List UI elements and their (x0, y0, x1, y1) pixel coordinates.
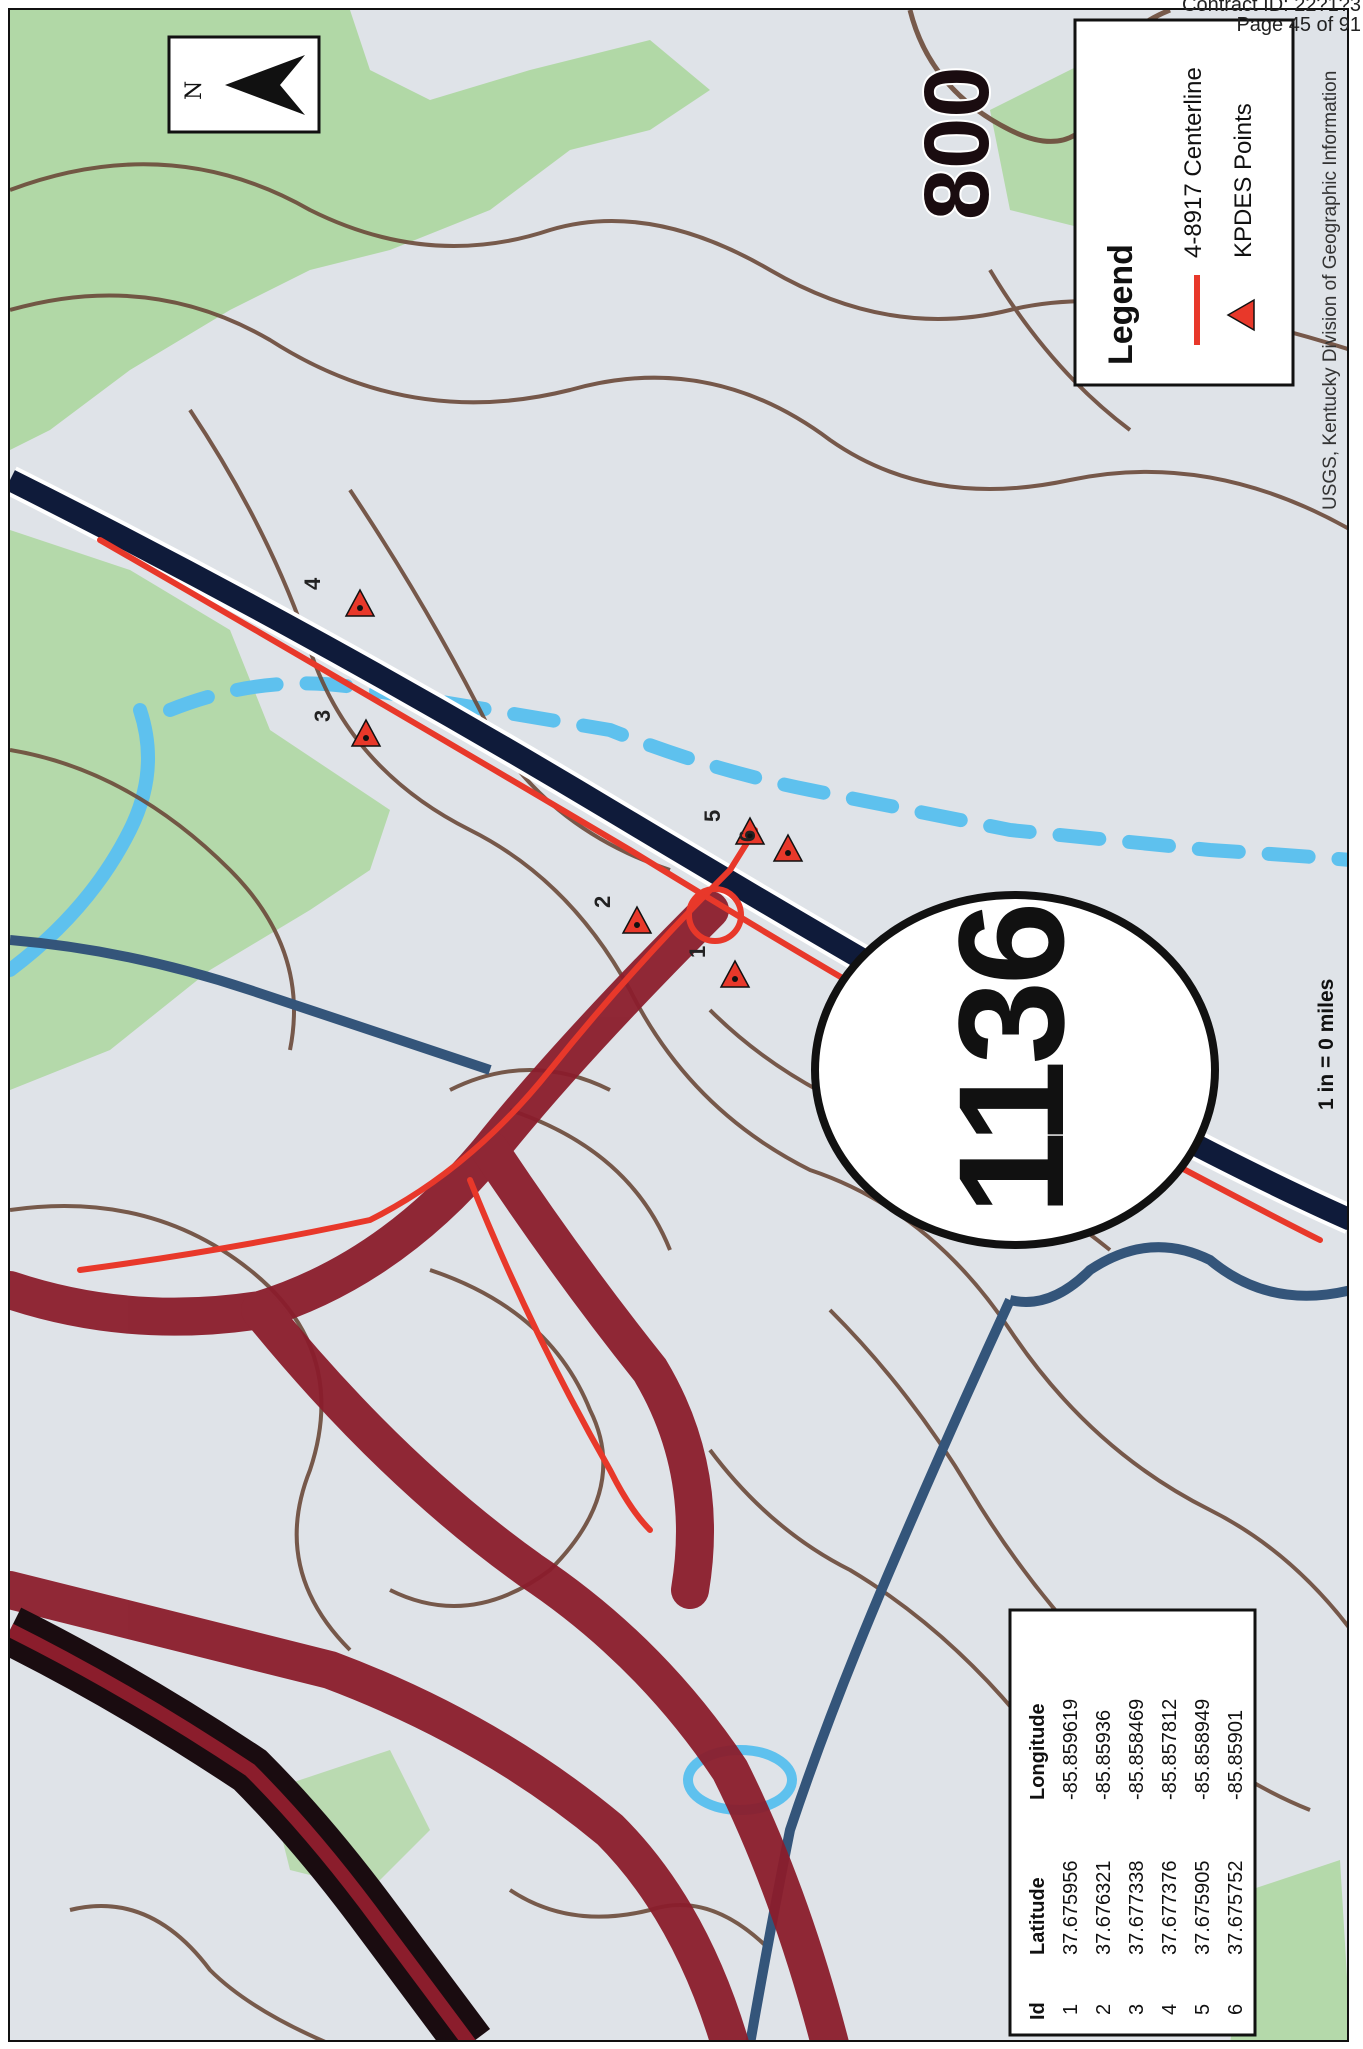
point-label-6: 6 (735, 829, 760, 842)
map-frame: N Legend 4-8917 Centerline KPDES Points … (8, 8, 1349, 2042)
kpdes-point-1 (719, 959, 751, 988)
table-cell-lat: 37.675956 (1060, 1860, 1082, 1955)
route-shield-number: 1136 (927, 905, 1095, 1215)
table-cell-id: 1 (1060, 2003, 1082, 2015)
centerline (77, 537, 1323, 1533)
legend-box (1073, 18, 1295, 387)
kpdes-point-6 (772, 833, 804, 862)
table-header-latitude: Latitude (1027, 1877, 1049, 1955)
table-cell-id: 3 (1126, 2003, 1148, 2015)
legend-title: Legend (1102, 244, 1140, 365)
kpdes-point-2 (621, 905, 653, 934)
main-road (10, 470, 1347, 1231)
highway-interchange (10, 891, 849, 2040)
table-cell-id: 2 (1093, 2003, 1115, 2015)
intersection-marker (686, 886, 744, 944)
secondary-road (10, 935, 492, 1075)
table-cell-lon: -85.85901 (1225, 1709, 1247, 1800)
table-header-id: Id (1027, 2002, 1049, 2020)
north-arrow-letter: N (182, 80, 207, 100)
header-page: Page 45 of 91 (1236, 14, 1361, 36)
table-cell-lat: 37.677338 (1126, 1860, 1148, 1955)
point-label-4: 4 (300, 577, 325, 590)
point-label-2: 2 (590, 895, 615, 908)
table-cell-lat: 37.675905 (1192, 1860, 1214, 1955)
interstate-median (10, 1623, 476, 2040)
legend-item-centerline: 4-8917 Centerline (1180, 67, 1207, 258)
kpdes-point-5 (734, 816, 766, 845)
table-cell-id: 6 (1225, 2003, 1247, 2015)
table-cell-lat: 37.677376 (1159, 1860, 1181, 1955)
stream (163, 676, 1347, 867)
table-header-longitude: Longitude (1027, 1703, 1049, 1800)
legend-triangle-icon (1226, 298, 1255, 332)
header-contract: Contract ID: 22?1?3 (1182, 0, 1361, 16)
table-cell-lat: 37.676321 (1093, 1860, 1115, 1955)
table-cell-lon: -85.857812 (1159, 1698, 1181, 1800)
point-label-5: 5 (700, 809, 725, 822)
kpdes-point-3 (350, 718, 382, 747)
coordinates-table-box (1008, 1608, 1257, 2037)
table-cell-id: 4 (1159, 2003, 1181, 2015)
stream (10, 703, 155, 977)
vegetation-area (1230, 1860, 1347, 2040)
point-label-1: 1 (685, 945, 710, 958)
map-credit: USGS, Kentucky Division of Geographic In… (1320, 70, 1341, 510)
kpdes-point-4 (344, 588, 376, 617)
contour-elevation-label: 800 (904, 65, 1010, 223)
kpdes-points (344, 588, 804, 988)
table-cell-lon: -85.859619 (1060, 1698, 1082, 1800)
table-cell-lon: -85.85936 (1093, 1709, 1115, 1800)
table-cell-lon: -85.858949 (1192, 1698, 1214, 1800)
point-label-3: 3 (310, 709, 335, 722)
scale-text: 1 in = 0 miles (1315, 978, 1338, 1110)
secondary-road (745, 1297, 1015, 2040)
table-cell-id: 5 (1192, 2003, 1214, 2015)
secondary-road (1008, 1242, 1347, 1307)
map-canvas (10, 10, 1347, 2040)
table-cell-lon: -85.858469 (1126, 1698, 1148, 1800)
north-arrow-icon (225, 55, 305, 115)
table-cell-lat: 37.675752 (1225, 1860, 1247, 1955)
legend-item-kpdes: KPDES Points (1230, 103, 1257, 258)
route-shield (811, 891, 1219, 1249)
